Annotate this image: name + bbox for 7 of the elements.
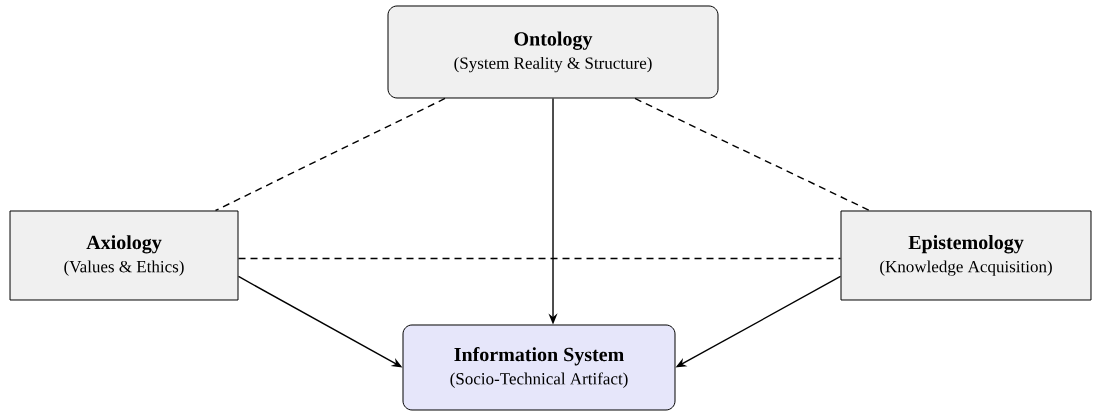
concept-box: Information System (Socio-Technical Artifact) (402, 324, 676, 411)
connector-line (237, 257, 842, 260)
concept-box: Ontology (System Reality & Structure) (387, 5, 719, 99)
connector-line (634, 97, 871, 212)
concept-box: Axiology (Values & Ethics) (9, 210, 239, 301)
concept-box: Epistemology (Knowledge Acquisition) (840, 210, 1092, 301)
connector-line (214, 97, 446, 212)
